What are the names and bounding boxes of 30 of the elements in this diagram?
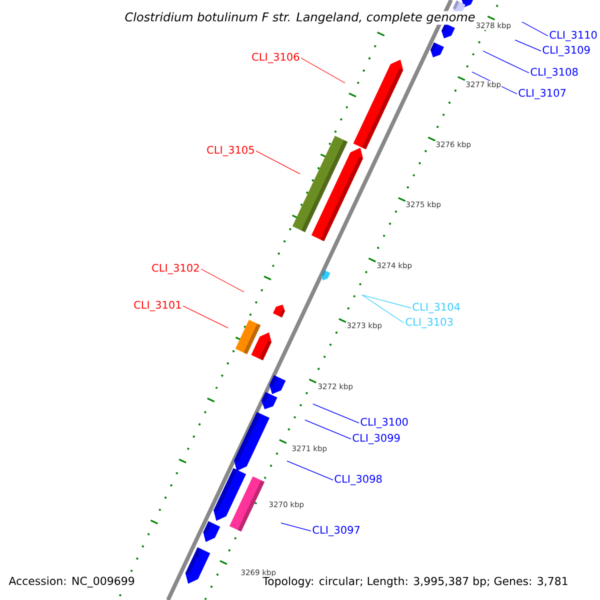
gene-label: CLI_3110	[550, 30, 597, 42]
gene-label: CLI_3101	[134, 300, 181, 312]
leader-line	[304, 420, 352, 440]
leader-line	[286, 460, 334, 480]
leader-line	[182, 306, 228, 328]
leader-line	[312, 404, 360, 424]
gene-label: CLI_3098	[334, 474, 382, 486]
leader-line	[514, 40, 542, 52]
footer-text: Topology: circular; Length: 3,995,387 bp; Genes: 3,781	[262, 576, 569, 588]
gene-label: CLI_3109	[542, 46, 590, 56]
gene-label: CLI_3106	[252, 52, 300, 64]
gene-label: CLI_3107	[518, 88, 566, 100]
gene-label: CLI_3099	[352, 434, 400, 444]
gene-label: CLI_3102	[152, 264, 199, 274]
leader-line	[280, 522, 312, 532]
title: Clostridium botulinum F str. Langeland, complete genome	[124, 11, 476, 25]
leader-line	[300, 58, 346, 84]
gene-label: CLI_3105	[207, 146, 254, 156]
leader-line	[256, 150, 300, 174]
leader-line	[362, 294, 404, 324]
leader-line	[522, 22, 548, 36]
leader-line	[482, 50, 530, 74]
gene-label: CLI_3104	[412, 302, 460, 314]
leader-line	[200, 268, 244, 292]
gene-label: CLI_3100	[360, 418, 408, 428]
footer-text: Accession: NC_009699	[8, 576, 136, 588]
leader-line	[362, 294, 412, 308]
gene-label: CLI_3108	[530, 68, 578, 78]
gene-label: CLI_3097	[312, 526, 360, 536]
gene-label: CLI_3103	[406, 318, 453, 328]
